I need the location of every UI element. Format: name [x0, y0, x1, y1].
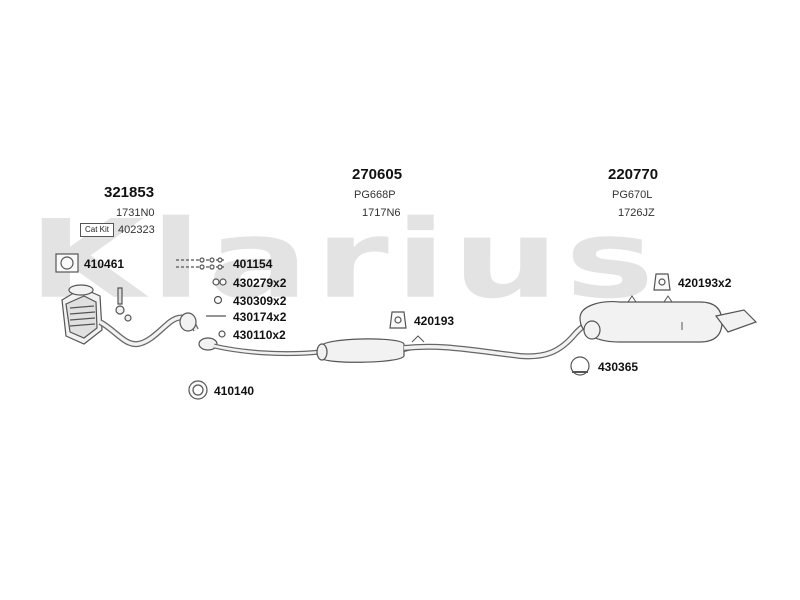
spring-430110-icon: [218, 330, 226, 338]
part-code-321853: 321853: [104, 184, 155, 201]
ref-1726jz: 1726JZ: [618, 207, 655, 219]
washer-430309-icon: [213, 295, 223, 305]
rear-silencer: [579, 301, 723, 343]
part-420193-label: 420193: [414, 314, 455, 328]
ref-pg668p: PG668P: [354, 189, 396, 201]
tailpipe: [714, 309, 758, 333]
clamp-430365-icon: [570, 356, 590, 376]
rubber-mount-420193-icon: [389, 311, 407, 329]
bolt-set-401154-icon: [176, 257, 226, 270]
part-430365-label: 430365: [598, 360, 639, 374]
ref-pg670l: PG670L: [612, 189, 653, 201]
part-430309-label: 430309x2: [233, 294, 287, 308]
cat-kit-code: 402323: [118, 224, 155, 236]
part-410140-label: 410140: [214, 384, 255, 398]
front-pipe-flange: [198, 337, 218, 351]
part-420193x2-label: 420193x2: [678, 276, 732, 290]
part-410461-label: 410461: [84, 257, 125, 271]
nut-430279-icon: [212, 278, 227, 286]
ref-1731n0: 1731N0: [116, 207, 155, 219]
cat-kit-badge: Cat Kit: [80, 223, 114, 237]
ref-1717n6: 1717N6: [362, 207, 401, 219]
middle-silencer: [321, 338, 405, 363]
klarius-watermark: Klarius: [28, 197, 661, 323]
part-code-270605: 270605: [352, 166, 403, 183]
gasket-410140-icon: [188, 380, 208, 400]
part-401154-label: 401154: [233, 257, 273, 271]
part-430279-label: 430279x2: [233, 276, 287, 290]
part-code-220770: 220770: [608, 166, 659, 183]
catalytic-converter: [61, 284, 103, 345]
part-430110-label: 430110x2: [233, 328, 286, 342]
lambda-sensor: [117, 287, 123, 305]
part-430174-label: 430174x2: [233, 310, 287, 324]
rubber-mount-420193x2-icon: [653, 273, 671, 291]
